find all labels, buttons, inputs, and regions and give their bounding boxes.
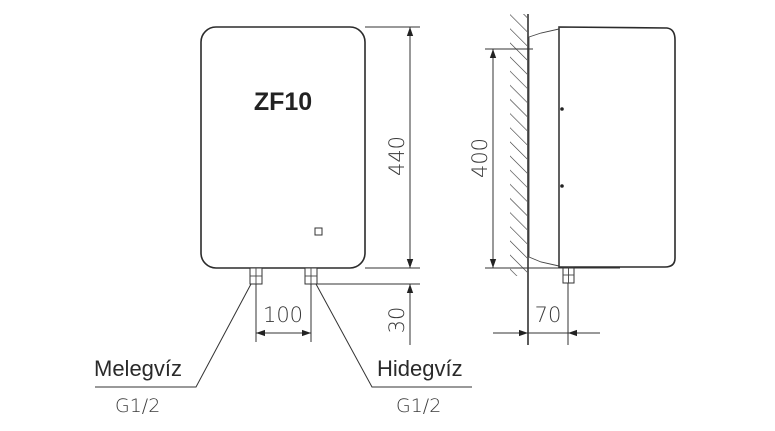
cold-water-thread-label: G1/2: [396, 395, 441, 417]
height-dimension-label: 440: [385, 136, 409, 176]
hot-water-leader-line: [95, 283, 252, 388]
dimension-440: 440: [317, 26, 420, 285]
mounting-height-label: 400: [468, 138, 492, 178]
front-view: ZF10 440 30: [94, 26, 472, 417]
side-fitting-icon: [562, 266, 575, 284]
wall-hatch: [510, 14, 527, 276]
hot-water-thread-label: G1/2: [115, 395, 160, 417]
heater-front-body: [200, 26, 366, 269]
dimension-30: 30: [385, 250, 414, 345]
model-label: ZF10: [254, 88, 312, 116]
dimension-70: 70: [493, 283, 600, 345]
hot-water-fitting-icon: [249, 267, 263, 285]
pipe-spacing-label: 100: [263, 303, 303, 327]
dimension-100: 100: [255, 284, 312, 342]
screw-icon: [560, 184, 564, 188]
dimension-400: 400: [468, 48, 620, 269]
screw-icon: [560, 107, 564, 111]
wall-offset-label: 70: [535, 303, 562, 327]
indicator-light-icon: [314, 227, 323, 236]
heater-side-body: [558, 26, 676, 268]
cold-water-label: Hidegvíz: [377, 356, 463, 381]
outlet-offset-label: 30: [385, 307, 409, 334]
side-view: 400 70: [468, 14, 676, 345]
hot-water-label: Melegvíz: [94, 356, 182, 381]
cold-water-leader-line: [315, 283, 472, 388]
cold-water-fitting-icon: [304, 267, 318, 285]
